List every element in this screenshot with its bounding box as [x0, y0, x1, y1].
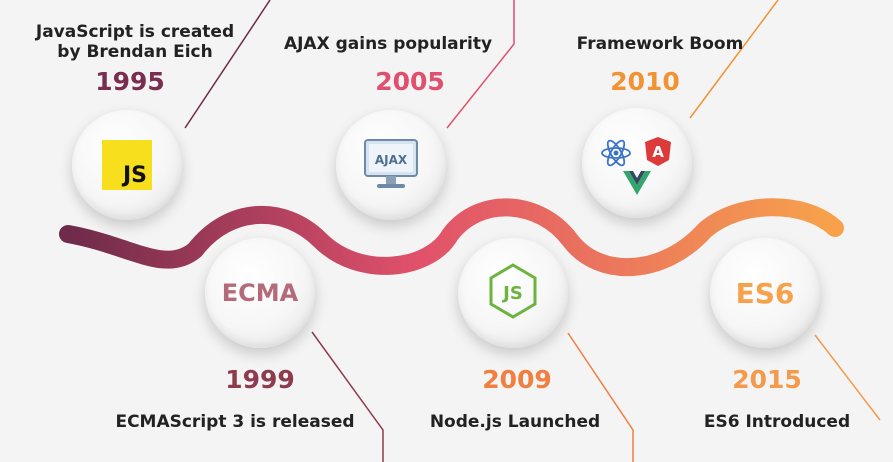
circle-2010: A: [582, 108, 692, 218]
label-1995: JavaScript is created by Brendan Eich: [10, 22, 260, 62]
vue-logo-icon: [623, 171, 651, 195]
monitor-ajax-icon: AJAX: [364, 139, 418, 188]
label-2009: Node.js Launched: [429, 412, 601, 432]
year-1995: 1995: [95, 67, 165, 96]
circle-2009: JS: [458, 238, 568, 348]
connector-1999: [311, 331, 384, 462]
nodejs-logo-icon: JS: [489, 263, 537, 319]
year-1999: 1999: [225, 365, 295, 394]
frameworks-icon: A: [601, 137, 671, 195]
label-1995-line-1: JavaScript is created: [35, 22, 235, 42]
ajax-icon-text: AJAX: [375, 153, 408, 167]
angular-logo-icon: A: [645, 137, 671, 166]
connector-1995: [184, 0, 271, 129]
javascript-logo-icon: JS: [102, 140, 152, 190]
nodejs-logo-text: JS: [501, 283, 523, 304]
timeline-wave: [59, 198, 844, 277]
year-2005: 2005: [375, 67, 445, 96]
react-logo-icon: [601, 139, 631, 167]
label-2005: AJAX gains popularity: [283, 34, 493, 54]
year-2015: 2015: [732, 365, 802, 394]
es6-text-icon: ES6: [735, 276, 795, 310]
connector-2009: [567, 332, 634, 462]
label-1999: ECMAScript 3 is released: [115, 412, 355, 432]
circle-2015: ES6: [710, 238, 820, 348]
circle-1999: ECMA: [205, 238, 315, 348]
label-2015: ES6 Introduced: [703, 412, 851, 432]
ecma-text-icon: ECMA: [221, 279, 299, 307]
connector-2015: [814, 334, 881, 421]
year-2009: 2009: [482, 365, 552, 394]
connector-2010: [689, 0, 779, 119]
label-1995-line-2: by Brendan Eich: [57, 42, 213, 62]
angular-logo-text: A: [652, 143, 664, 161]
year-2010: 2010: [610, 67, 680, 96]
connector-2005: [446, 0, 515, 129]
javascript-logo-text: JS: [122, 163, 147, 188]
circle-1995: JS: [72, 110, 182, 220]
label-2010: Framework Boom: [576, 34, 744, 54]
circle-2005: AJAX: [336, 110, 446, 220]
